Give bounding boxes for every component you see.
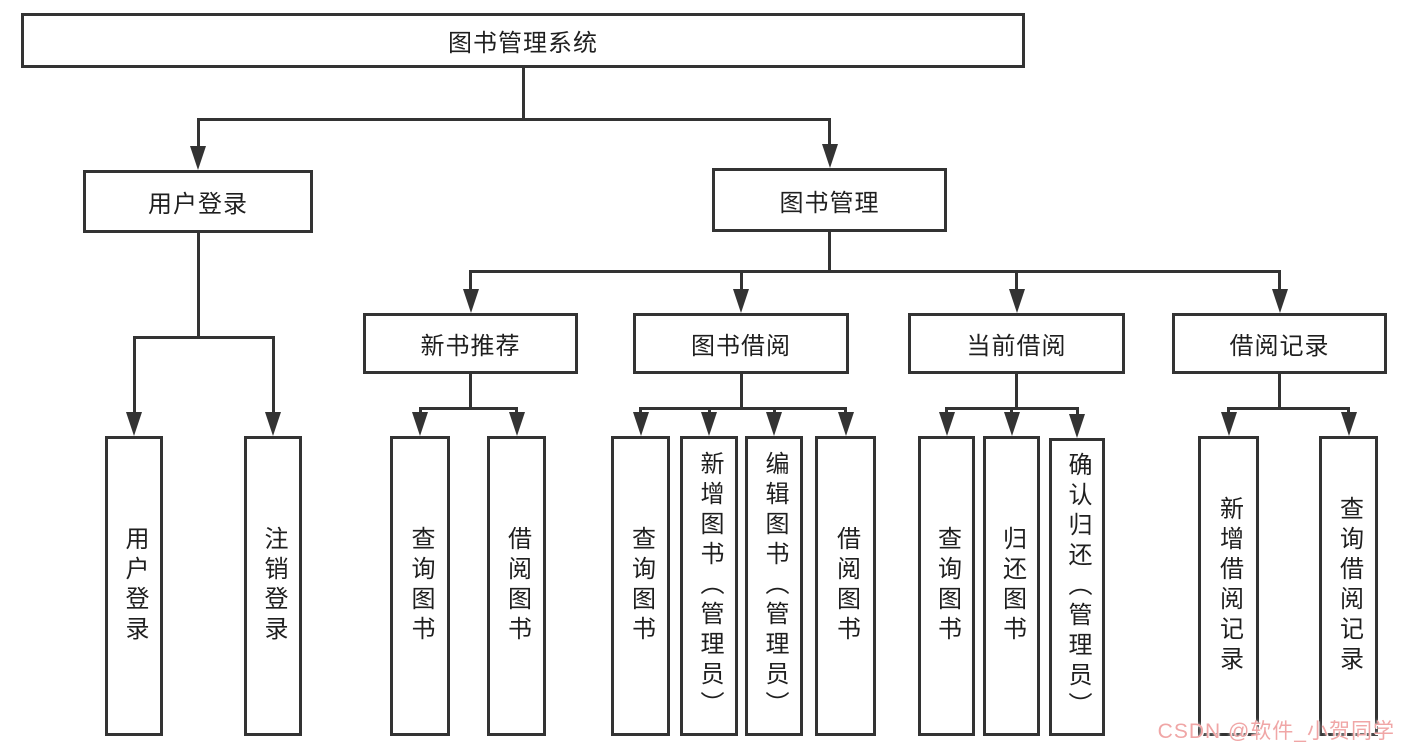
connector-drop: [739, 270, 743, 307]
arrowhead-down-icon: [1003, 412, 1020, 436]
node-label: 新增图书（管理员）: [696, 451, 723, 721]
node-book-mgmt: 图书管理: [712, 168, 947, 232]
node-label: 编辑图书（管理员）: [761, 451, 788, 721]
arrowhead-down-icon: [190, 146, 206, 170]
node-label: 查询图书: [933, 526, 961, 646]
node-label: 查询借阅记录: [1335, 496, 1363, 676]
node-borrow-records: 借阅记录: [1172, 313, 1387, 374]
node-current-borrow: 当前借阅: [908, 313, 1125, 374]
node-root: 图书管理系统: [21, 13, 1025, 68]
node-label: 图书借阅: [691, 333, 791, 360]
connector-rail: [1227, 407, 1350, 410]
arrowhead-down-icon: [412, 412, 428, 436]
arrowhead-down-icon: [1008, 289, 1025, 313]
node-book-borrow: 图书借阅: [633, 313, 849, 374]
node-query-book-2: 查询图书: [611, 436, 670, 736]
arrowhead-down-icon: [508, 412, 525, 436]
connector-drop: [132, 336, 136, 430]
connector-drop: [196, 118, 200, 164]
connector-rail: [639, 407, 847, 410]
arrowhead-down-icon: [1220, 412, 1237, 436]
node-query-book-1: 查询图书: [390, 436, 450, 736]
connector-drop: [828, 118, 831, 162]
node-label: 新增借阅记录: [1215, 496, 1243, 676]
arrowhead-down-icon: [733, 289, 749, 313]
node-borrow-book-1: 借阅图书: [487, 436, 546, 736]
node-label: 查询图书: [407, 526, 434, 646]
node-label: 用户登录: [148, 191, 248, 218]
arrowhead-down-icon: [632, 412, 649, 436]
arrowhead-down-icon: [462, 289, 479, 313]
node-edit-book: 编辑图书（管理员）: [745, 436, 803, 736]
connector-stem: [196, 233, 200, 339]
connector-drop: [271, 336, 275, 430]
connector-rail: [469, 270, 1281, 273]
node-label: 当前借阅: [966, 333, 1067, 360]
node-label: 确认归还（管理员）: [1064, 452, 1091, 722]
node-label: 归还图书: [998, 526, 1026, 646]
arrowhead-down-icon: [821, 144, 838, 168]
node-label: 注销登录: [260, 526, 287, 646]
node-new-book-rec: 新书推荐: [363, 313, 578, 374]
node-user-login: 用户登录: [83, 170, 313, 233]
connector-rail: [196, 118, 831, 121]
arrowhead-down-icon: [1271, 289, 1288, 313]
arrowhead-down-icon: [126, 412, 142, 436]
node-borrow-book-2: 借阅图书: [815, 436, 876, 736]
node-label: 借阅记录: [1229, 333, 1330, 360]
node-label: 新书推荐: [420, 333, 521, 360]
arrowhead-down-icon: [265, 412, 281, 436]
node-label: 用户登录: [121, 526, 148, 646]
connector-drop: [1278, 270, 1281, 307]
arrowhead-down-icon: [837, 412, 854, 436]
arrowhead-down-icon: [701, 412, 717, 436]
connector-stem: [1015, 374, 1018, 410]
node-label: 图书管理系统: [448, 30, 598, 57]
connector-rail: [418, 407, 518, 410]
node-label: 查询图书: [627, 526, 655, 646]
node-query-borrow-record: 查询借阅记录: [1319, 436, 1378, 736]
connector-stem: [469, 374, 472, 410]
node-add-borrow-record: 新增借阅记录: [1198, 436, 1259, 736]
node-label: 借阅图书: [503, 526, 531, 646]
connector-stem: [1278, 374, 1281, 410]
arrowhead-down-icon: [1069, 414, 1085, 438]
connector-rail: [132, 336, 275, 339]
csdn-watermark: CSDN @软件_小贺同学: [1157, 720, 1395, 743]
arrowhead-down-icon: [1340, 412, 1357, 436]
node-return-book: 归还图书: [983, 436, 1040, 736]
node-add-book: 新增图书（管理员）: [680, 436, 738, 736]
node-user-login-leaf: 用户登录: [105, 436, 163, 736]
node-label: 借阅图书: [832, 526, 860, 646]
connector-drop: [469, 270, 472, 307]
arrowhead-down-icon: [766, 412, 782, 436]
node-logout: 注销登录: [244, 436, 302, 736]
arrowhead-down-icon: [938, 412, 955, 436]
node-label: 图书管理: [779, 189, 880, 217]
connector-stem: [521, 68, 525, 121]
node-confirm-return: 确认归还（管理员）: [1049, 438, 1105, 736]
connector-drop: [1015, 270, 1018, 307]
connector-stem: [828, 232, 831, 273]
connector-stem: [739, 374, 743, 410]
node-query-book-3: 查询图书: [918, 436, 975, 736]
